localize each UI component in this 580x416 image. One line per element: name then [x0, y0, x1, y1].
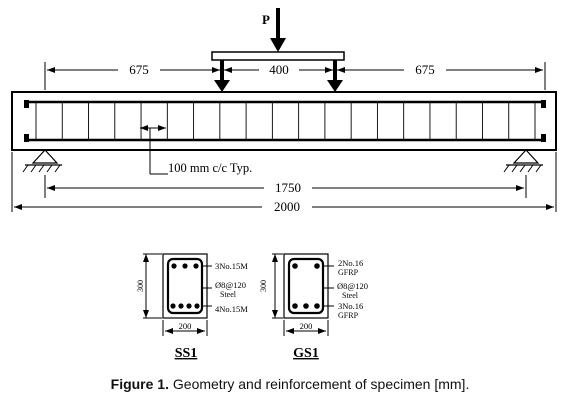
- ss1-stirrup-spec: Ø8@120: [215, 280, 246, 290]
- load-label: P: [262, 12, 270, 27]
- beam-outline: [11, 91, 557, 151]
- section-ss1: [143, 253, 212, 336]
- dim-shear-span-right: 675: [415, 62, 435, 77]
- stirrup-spacing-label: 100 mm c/c Typ.: [168, 161, 252, 175]
- stirrups: [35, 102, 536, 140]
- gs1-width-label: 200: [300, 321, 313, 331]
- section-gs1: [272, 253, 334, 336]
- gs1-top-material: GFRP: [338, 268, 359, 277]
- caption-text: Geometry and reinforcement of specimen […: [169, 376, 470, 392]
- ss1-top-bars: 3No.15M: [215, 261, 248, 271]
- load-point-right: [327, 60, 343, 92]
- gs1-top-bars: 2No.16: [338, 258, 363, 268]
- dim-shear-span-left: 675: [129, 62, 149, 77]
- ss1-width-label: 200: [179, 321, 192, 331]
- ss1-title: SS1: [175, 346, 198, 361]
- load-point-left: [214, 60, 230, 92]
- spreader-beam: [211, 51, 345, 61]
- bar-hook-right-top: [541, 100, 546, 108]
- gs1-stirrup-spec: Ø8@120: [337, 281, 368, 291]
- ss1-stirrup-material: Steel: [220, 290, 237, 299]
- left-support: [22, 149, 62, 173]
- bar-hook-right-bottom: [541, 134, 546, 142]
- gs1-bottom-material: GFRP: [338, 311, 359, 320]
- ss1-bottom-bars: 4No.15M: [215, 304, 248, 314]
- dim-total-length: 2000: [274, 199, 300, 214]
- right-support: [503, 149, 543, 173]
- ss1-height-label: 300: [136, 280, 145, 292]
- gs1-stirrup-material: Steel: [342, 291, 359, 300]
- caption-prefix: Figure 1.: [110, 376, 169, 392]
- gs1-height-label: 300: [259, 280, 268, 292]
- stirrup-spacing-callout: [140, 125, 168, 175]
- dim-clear-span: 1750: [275, 180, 301, 195]
- bar-hook-left-top: [24, 100, 29, 108]
- gs1-title: GS1: [293, 346, 319, 361]
- beam-diagram: P 675 400 675 100 mm c/c Ty: [11, 8, 557, 361]
- load-arrow: [270, 8, 286, 52]
- gs1-bottom-bars: 3No.16: [338, 301, 363, 311]
- bar-hook-left-bottom: [24, 134, 29, 142]
- dim-constant-moment: 400: [269, 62, 289, 77]
- figure-caption: Figure 1. Geometry and reinforcement of …: [0, 376, 580, 392]
